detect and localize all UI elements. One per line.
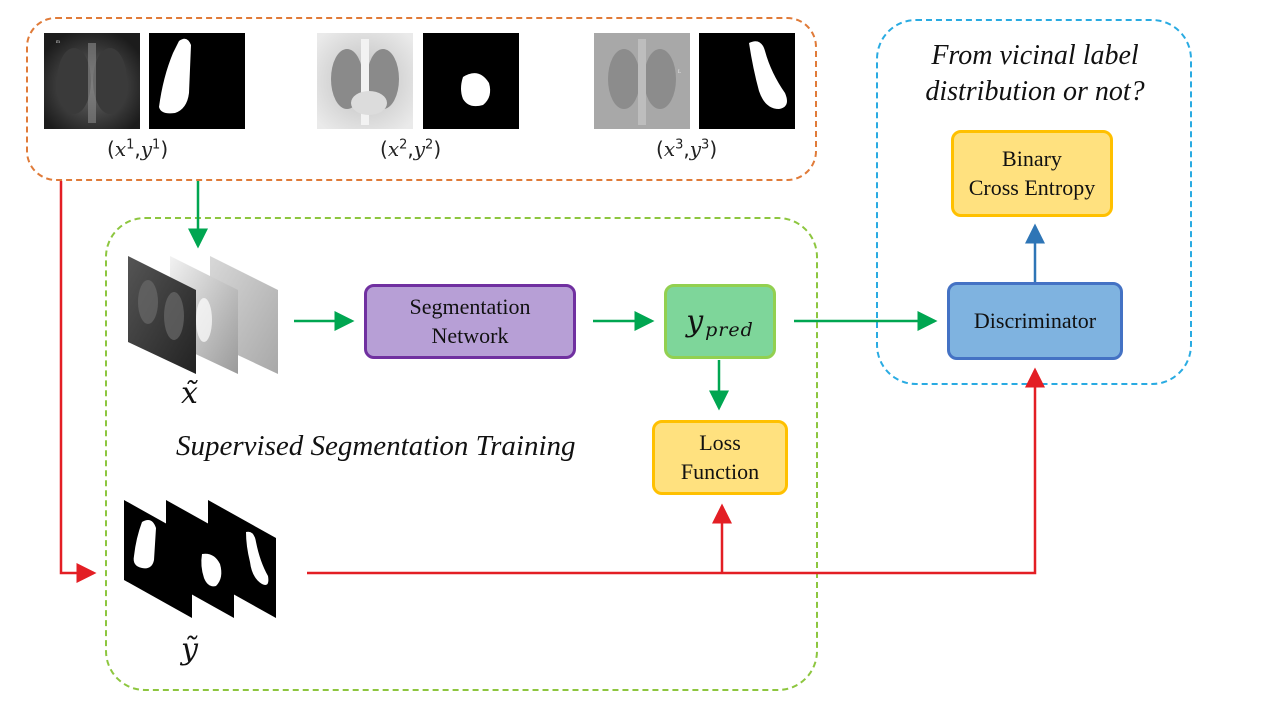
mask-image-1 [149,33,245,129]
discriminator-question-caption: From vicinal label distribution or not? [925,40,1145,108]
training-pairs-group [26,17,817,181]
binary-cross-entropy-node: Binary Cross Entropy [951,130,1113,217]
loss-function-label: Loss Function [680,429,760,484]
loss-function-node: Loss Function [652,420,788,495]
mixed-label-symbol: ỹ [181,632,198,667]
xray-image-2 [317,33,413,129]
y-pred-subscript: pred [705,319,754,342]
pair-label-2: (x2,y2) [380,137,442,161]
discriminator-node: Discriminator [947,282,1123,360]
supervised-training-group [105,217,818,691]
mixed-input-symbol: x̃ [181,376,198,411]
segmentation-network-label: Segmentation Network [409,293,531,348]
mask-image-3 [699,33,795,129]
discriminator-label: Discriminator [973,307,1097,333]
arrow-pairs-to-mixed-labels [59,181,97,583]
svg-text:m: m [56,40,60,45]
segmentation-network-node: Segmentation Network [364,284,576,359]
y-pred-base: y [686,304,704,339]
pair-label-3: (x3,y3) [656,137,718,161]
xray-image-1: m [44,33,140,129]
pair-label-1: (x1,y1) [107,137,169,161]
mixed-label-stack [122,498,282,620]
mixed-input-stack [124,250,284,380]
xray-image-3: L [594,33,690,129]
svg-text:L: L [678,70,681,75]
mask-image-2 [423,33,519,129]
binary-cross-entropy-label: Binary Cross Entropy [968,145,1096,200]
supervised-training-caption: Supervised Segmentation Training [176,430,576,462]
arrow-mixed-labels-to-discriminator [307,367,1045,575]
